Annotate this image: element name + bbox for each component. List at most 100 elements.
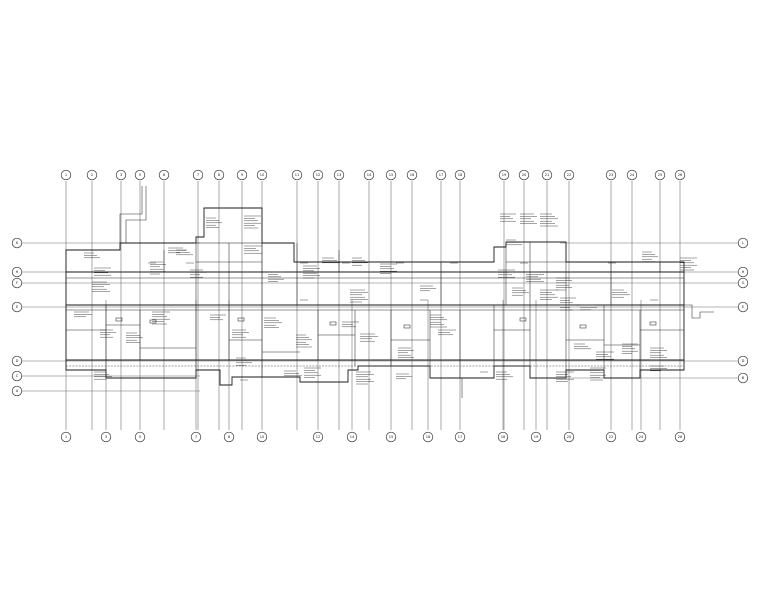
axis-bubble-bottom <box>134 431 146 443</box>
axis-bubble-bottom <box>60 431 72 443</box>
axis-bubble-bottom <box>223 431 235 443</box>
door-opening <box>649 321 657 326</box>
axis-bubble-bottom <box>674 431 686 443</box>
axis-label-left: H <box>16 270 19 274</box>
axis-label-top: 16 <box>410 173 415 177</box>
axis-bubble-top <box>563 169 575 181</box>
axis-bubble-top <box>213 169 225 181</box>
axis-label-bottom: 19 <box>534 435 539 439</box>
axis-label-top: 15 <box>389 173 394 177</box>
axis-label-bottom: 18 <box>501 435 506 439</box>
axis-bubble-top <box>312 169 324 181</box>
axis-bubble-top <box>158 169 170 181</box>
axis-bubble-bottom <box>190 431 202 443</box>
axis-bubble-top <box>385 169 397 181</box>
axis-label-left: C <box>16 374 19 378</box>
axis-label-top: 8 <box>218 173 221 177</box>
axis-label-bottom: 12 <box>316 435 321 439</box>
axis-label-top: 6 <box>163 173 166 177</box>
axis-bubble-top <box>256 169 268 181</box>
axis-bubble-top <box>518 169 530 181</box>
axis-label-top: 25 <box>658 173 663 177</box>
axis-label-right: D <box>742 359 745 363</box>
axis-bubble-left <box>11 237 23 249</box>
axis-bubble-top <box>134 169 146 181</box>
axis-label-bottom: 26 <box>678 435 683 439</box>
axis-label-top: 21 <box>545 173 550 177</box>
axis-label-top: 24 <box>630 173 635 177</box>
axis-bubble-bottom <box>563 431 575 443</box>
axis-label-bottom: 7 <box>195 435 197 439</box>
axis-label-left: F <box>16 281 18 285</box>
door-opening <box>329 321 337 326</box>
door-opening <box>115 317 123 322</box>
axis-bubble-top <box>236 169 248 181</box>
axis-label-bottom: 14 <box>350 435 355 439</box>
axis-label-top: 2 <box>91 173 93 177</box>
axis-label-top: 11 <box>295 173 300 177</box>
axis-bubble-top <box>291 169 303 181</box>
beam-annotations <box>74 213 697 385</box>
axis-label-top: 17 <box>439 173 444 177</box>
axis-bubble-top <box>333 169 345 181</box>
axis-label-bottom: 16 <box>426 435 431 439</box>
axis-label-top: 14 <box>367 173 372 177</box>
axis-bubble-top <box>192 169 204 181</box>
axis-bubble-bottom <box>454 431 466 443</box>
axis-bubble-left <box>11 277 23 289</box>
axis-bubble-left <box>11 370 23 382</box>
axis-label-top: 7 <box>197 173 199 177</box>
axis-label-top: 22 <box>567 173 572 177</box>
shaft-top-left <box>119 186 143 243</box>
axis-bubble-right <box>737 237 749 249</box>
axis-label-top: 13 <box>337 173 342 177</box>
axis-bubble-bottom <box>100 431 112 443</box>
axis-label-top: 10 <box>260 173 265 177</box>
axis-label-bottom: 24 <box>639 435 644 439</box>
axis-bubble-top <box>541 169 553 181</box>
axis-bubble-top <box>435 169 447 181</box>
axis-label-right: B <box>742 376 745 380</box>
axis-bubble-top <box>498 169 510 181</box>
axis-label-top: 23 <box>609 173 614 177</box>
axis-bubble-top <box>654 169 666 181</box>
axis-bubble-bottom <box>635 431 647 443</box>
axis-label-bottom: 5 <box>139 435 141 439</box>
axis-label-top: 20 <box>522 173 527 177</box>
axis-label-right: E <box>742 305 745 309</box>
stair-core-east <box>505 241 567 306</box>
axis-bubble-left <box>11 301 23 313</box>
axis-bubble-top <box>363 169 375 181</box>
axis-bubble-left <box>11 355 23 367</box>
axis-bubble-right <box>737 301 749 313</box>
axis-label-right: H <box>742 270 745 274</box>
axis-bubble-bottom <box>530 431 542 443</box>
axis-bubble-left <box>11 385 23 397</box>
axis-bubble-top <box>454 169 466 181</box>
door-opening <box>519 317 527 322</box>
axis-bubble-bottom <box>346 431 358 443</box>
door-opening <box>237 317 245 322</box>
axis-bubble-right <box>737 277 749 289</box>
axis-label-right: G <box>742 281 745 285</box>
axis-bubble-right <box>737 372 749 384</box>
axis-label-top: 18 <box>458 173 463 177</box>
building-walls <box>65 186 714 398</box>
axis-label-bottom: 17 <box>458 435 463 439</box>
axis-label-bottom: 20 <box>567 435 572 439</box>
axis-bubble-top <box>674 169 686 181</box>
axis-bubble-bottom <box>422 431 434 443</box>
north-wall <box>65 207 685 272</box>
axis-label-top: 12 <box>316 173 321 177</box>
axis-label-bottom: 1 <box>65 435 67 439</box>
axis-bubble-right <box>737 266 749 278</box>
axis-bubble-bottom <box>312 431 324 443</box>
door-opening <box>579 324 587 329</box>
axis-label-left: A <box>16 389 19 393</box>
axis-bubble-left <box>11 266 23 278</box>
axis-bubble-right <box>737 355 749 367</box>
axis-bubble-bottom <box>256 431 268 443</box>
axis-label-bottom: 15 <box>389 435 394 439</box>
